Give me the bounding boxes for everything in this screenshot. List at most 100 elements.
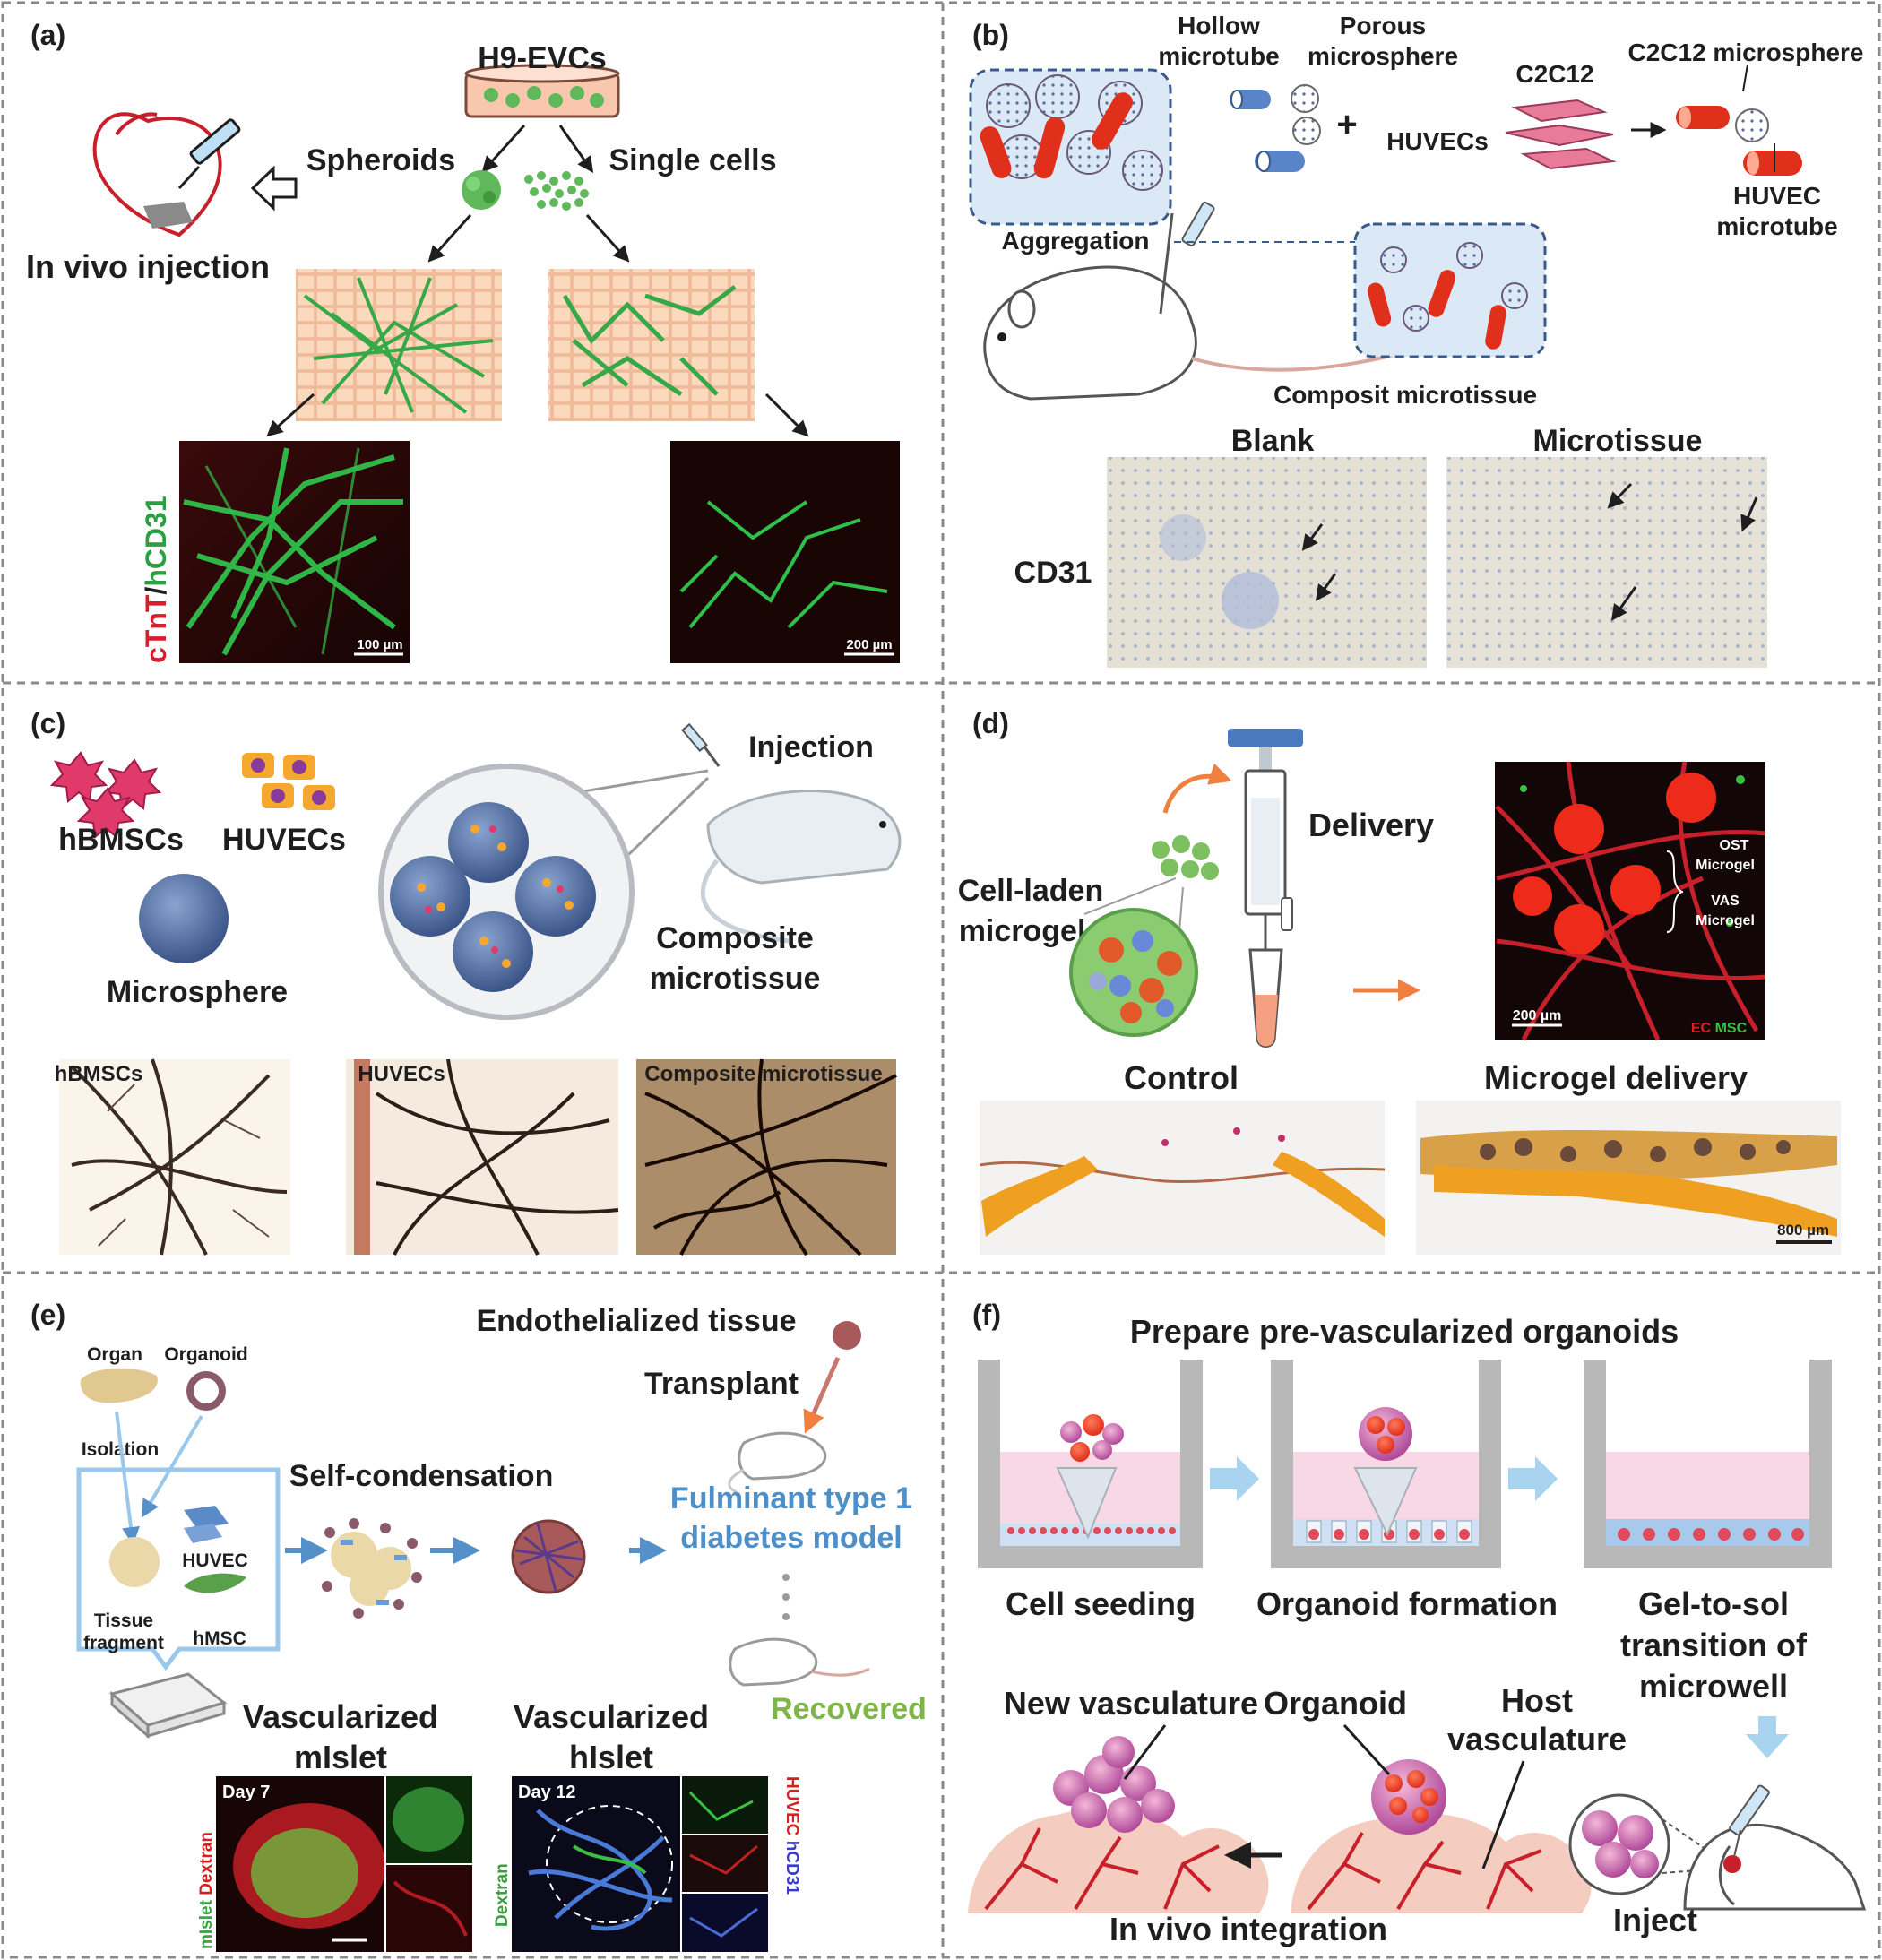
cell-seeding-label: Cell seeding bbox=[1006, 1585, 1196, 1622]
endothelialized-tissue-icon bbox=[511, 1519, 586, 1594]
microtissue-label: Microtissue bbox=[1533, 424, 1703, 458]
arrow-left-icon bbox=[250, 165, 298, 212]
histology-image-control bbox=[979, 1101, 1386, 1255]
ellipsis-dots bbox=[782, 1574, 790, 1620]
step-arrow-1 bbox=[1210, 1456, 1259, 1501]
hollow-microtube-icon bbox=[1230, 90, 1305, 172]
hollow-label-1: Hollow bbox=[1178, 12, 1260, 39]
step-arrow-2 bbox=[1508, 1456, 1558, 1501]
panel-a-label: (a) bbox=[30, 19, 65, 51]
vas-label-2: Microgel bbox=[1696, 913, 1755, 928]
image-label-hbmscs: hBMSCs bbox=[55, 1062, 143, 1086]
cd31-label: CD31 bbox=[1014, 556, 1092, 590]
c2c12-label: C2C12 bbox=[1515, 60, 1593, 88]
vessel-image-composite bbox=[636, 1058, 897, 1256]
spheroids-label: Spheroids bbox=[306, 143, 455, 177]
integrated-tissue-illustration bbox=[968, 1724, 1269, 1913]
microsphere-label: Microsphere bbox=[107, 975, 288, 1009]
vascularized-mislet-label-2: mIslet bbox=[294, 1739, 387, 1775]
condensing-cells-icon bbox=[322, 1518, 422, 1619]
well-plate-icon bbox=[108, 1672, 228, 1740]
fluorescence-image-mislet bbox=[216, 1776, 472, 1952]
stain-label-mislet: mIslet Dextran bbox=[197, 1832, 216, 1949]
microwell-seeding bbox=[978, 1360, 1203, 1568]
single-cells-icon bbox=[524, 171, 589, 211]
fluorescence-image-single bbox=[670, 441, 900, 663]
panel-e-label: (e) bbox=[30, 1299, 65, 1331]
stain-label-a: cTnT/hCD31 bbox=[140, 496, 172, 663]
host-label-1: Host bbox=[1501, 1682, 1573, 1719]
tissue-grid-spheroid bbox=[296, 269, 502, 421]
microgel-droplets-icon bbox=[1152, 835, 1219, 880]
syringe-icon bbox=[1228, 729, 1303, 1048]
huvec-label-e: HUVEC bbox=[182, 1550, 248, 1571]
fulminant-label-1: Fulminant type 1 bbox=[670, 1481, 912, 1515]
down-arrow-icon bbox=[1746, 1716, 1789, 1758]
fluorescence-image-spheroid bbox=[179, 441, 410, 663]
histology-image-blank bbox=[1107, 457, 1427, 668]
vascularized-hislet-label-1: Vascularized bbox=[514, 1698, 709, 1735]
composite-microtissue-illustration bbox=[378, 764, 710, 1020]
injection-label: Injection bbox=[748, 730, 874, 764]
host-label-2: vasculature bbox=[1447, 1721, 1627, 1757]
panel-e: (e) Organ Organoid Isolation HUVEC Tissu… bbox=[30, 1299, 927, 1952]
delivery-label: Delivery bbox=[1308, 807, 1434, 843]
hbmscs-label: hBMSCs bbox=[58, 823, 184, 857]
recovered-label: Recovered bbox=[771, 1692, 927, 1726]
microwell-formation bbox=[1271, 1360, 1501, 1568]
culture-dish-icon bbox=[464, 64, 620, 118]
panel-b-label: (b) bbox=[972, 19, 1009, 51]
gel-to-sol-label-1: Gel-to-sol bbox=[1638, 1585, 1789, 1622]
day7-label: Day 7 bbox=[222, 1783, 270, 1802]
organoid-label-f: Organoid bbox=[1264, 1685, 1407, 1722]
cell-laden-label-1: Cell-laden bbox=[958, 874, 1103, 908]
image-label-composite: Composite microtissue bbox=[644, 1062, 882, 1086]
heart-injection-icon bbox=[92, 112, 241, 237]
tissue-label-2: fragment bbox=[83, 1633, 164, 1653]
composit-microtissue-label: Composit microtissue bbox=[1273, 381, 1537, 409]
c2c12-microsphere-label: C2C12 microsphere bbox=[1627, 39, 1863, 66]
porous-label-2: microsphere bbox=[1308, 42, 1458, 70]
stain-label-hislet: HUVEC hCD31 bbox=[782, 1776, 801, 1895]
vascularized-hislet-label-2: hIslet bbox=[569, 1739, 653, 1775]
panel-a: (a) H9-EVCs Spheroids Single cells bbox=[26, 19, 900, 663]
huvec-microtube-label-2: microtube bbox=[1716, 212, 1837, 240]
scale-bar-d-fluor: 200 µm bbox=[1513, 1008, 1562, 1023]
histology-image-microtissue bbox=[1446, 457, 1767, 668]
fluorescence-image-microgel bbox=[1495, 761, 1766, 1041]
panel-f: (f) Prepare pre-vascularized organoids bbox=[968, 1299, 1867, 1947]
porous-label-1: Porous bbox=[1340, 12, 1426, 39]
composit-box bbox=[1353, 222, 1547, 358]
blank-label: Blank bbox=[1231, 424, 1315, 458]
inject-mouse-illustration bbox=[1568, 1784, 1867, 1911]
panel-b: (b) Hollow microtube Porous microsphere … bbox=[969, 12, 1864, 668]
hmsc-label: hMSC bbox=[193, 1628, 246, 1649]
in-vivo-injection-label: In vivo injection bbox=[26, 248, 270, 285]
huvec-cells-icon bbox=[242, 753, 335, 810]
scale-bar-100um: 100 µm bbox=[357, 637, 402, 652]
vascularized-mislet-label-1: Vascularized bbox=[243, 1698, 438, 1735]
control-label: Control bbox=[1124, 1059, 1239, 1096]
microwell-gel-to-sol bbox=[1584, 1360, 1832, 1568]
composite-label-1: Composite bbox=[656, 921, 814, 955]
inject-label: Inject bbox=[1613, 1902, 1697, 1938]
vas-label-1: VAS bbox=[1711, 894, 1740, 909]
huvec-microtube-label-1: HUVEC bbox=[1733, 182, 1821, 210]
cell-laden-microgel-icon bbox=[1069, 877, 1198, 1037]
mouse-icon bbox=[983, 201, 1399, 401]
single-cells-label: Single cells bbox=[609, 143, 776, 177]
organ-label: Organ bbox=[87, 1344, 142, 1365]
histology-image-microgel bbox=[1416, 1101, 1841, 1255]
hbmsc-cells-icon bbox=[49, 751, 162, 839]
stain-label-dextran: Dextran bbox=[493, 1863, 512, 1927]
panel-f-label: (f) bbox=[972, 1299, 1001, 1331]
plus-sign: + bbox=[1336, 105, 1357, 144]
spheroid-icon bbox=[462, 170, 501, 210]
ost-label-1: OST bbox=[1720, 838, 1749, 853]
hollow-label-2: microtube bbox=[1158, 42, 1279, 70]
vessel-image-huvecs bbox=[346, 1058, 619, 1256]
gel-to-sol-label-2: transition of bbox=[1620, 1627, 1808, 1663]
organ-icon bbox=[80, 1368, 158, 1403]
